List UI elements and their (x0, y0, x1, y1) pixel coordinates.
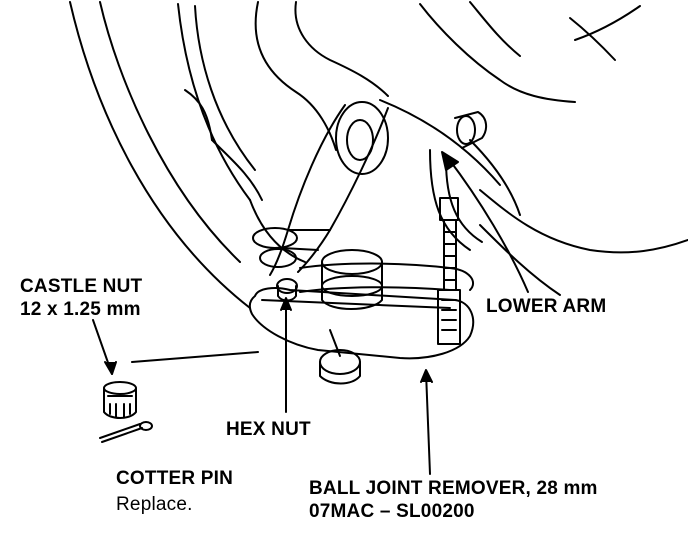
ball-joint-boot (252, 227, 383, 310)
cotter-pin-shape (99, 421, 153, 443)
remover-lever (269, 101, 389, 276)
upper-housing (419, 1, 641, 103)
steering-knuckle (184, 1, 389, 263)
castle-nut-label: CASTLE NUT (20, 276, 143, 297)
ball-joint-remover-part-number: 07MAC – SL00200 (309, 501, 475, 522)
ball-joint-remover-label: BALL JOINT REMOVER, 28 mm (309, 478, 598, 499)
remover-bolt (437, 197, 461, 345)
castle-nut-shape (103, 381, 137, 419)
leader-lines (92, 151, 529, 475)
cotter-pin-note: Replace. (116, 494, 193, 515)
hex-nut-label: HEX NUT (226, 419, 311, 440)
cotter-pin-label: COTTER PIN (116, 468, 234, 489)
lower-arm-body (429, 111, 488, 251)
driveshaft-boot (379, 99, 688, 296)
lower-arm-label: LOWER ARM (486, 296, 607, 317)
castle-nut-size-label: 12 x 1.25 mm (20, 299, 141, 320)
ball-joint-remover-body (248, 262, 475, 385)
